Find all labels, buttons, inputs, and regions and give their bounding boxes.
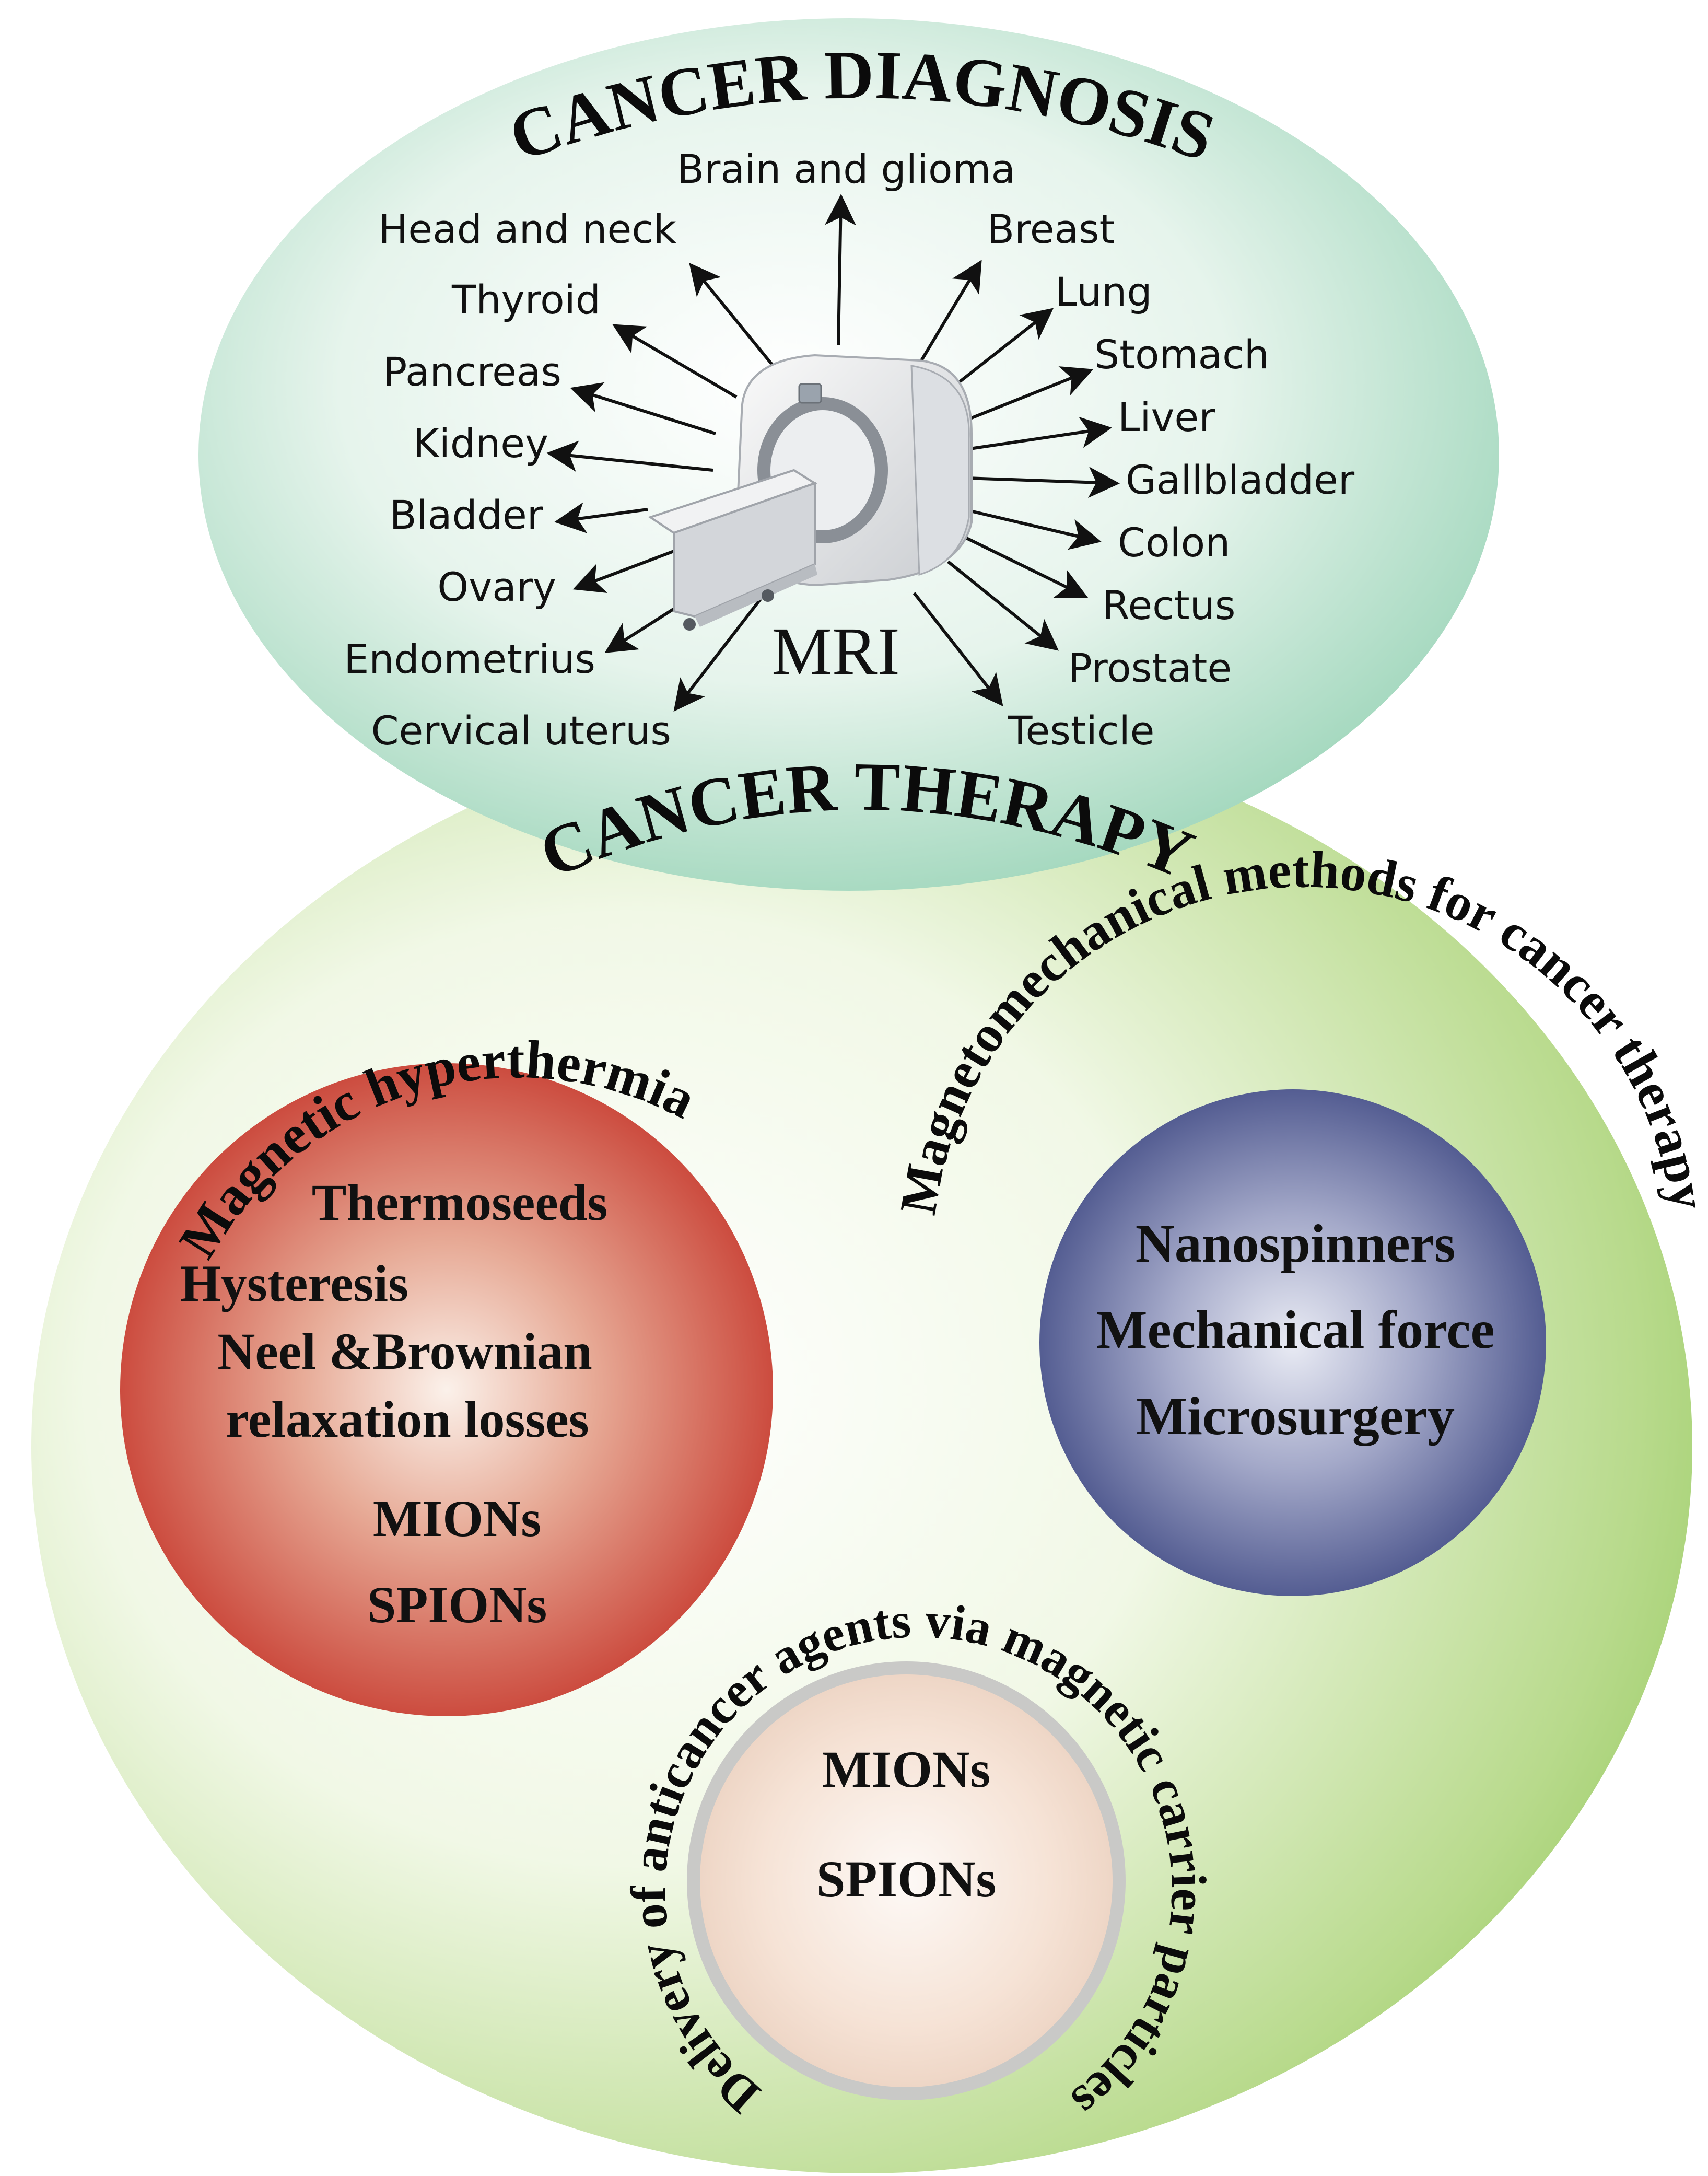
- delivery-group: Delivery of anticancer agents via magnet…: [620, 1592, 1217, 2130]
- organ-label-lung: Lung: [1055, 269, 1152, 315]
- hyperthermia-circle: [120, 1063, 773, 1716]
- organ-label-pancreas: Pancreas: [383, 348, 561, 395]
- organ-label-gallbladder: Gallbladder: [1126, 457, 1355, 503]
- magnetomechanical-circle: [1039, 1089, 1546, 1596]
- mri-label: MRI: [771, 614, 900, 689]
- hyperthermia-item-mions: MIONs: [373, 1490, 541, 1547]
- organ-label-cervical-uterus: Cervical uterus: [371, 707, 671, 754]
- delivery-item-spions: SPIONs: [816, 1850, 997, 1908]
- organ-label-ovary: Ovary: [437, 564, 556, 610]
- organ-label-colon: Colon: [1118, 519, 1230, 566]
- organ-label-head-neck: Head and neck: [378, 206, 676, 252]
- magnetomechanical-item-nanospinners: Nanospinners: [1136, 1214, 1456, 1274]
- hyperthermia-item-spions: SPIONs: [367, 1576, 547, 1634]
- organ-label-thyroid: Thyroid: [451, 276, 601, 323]
- delivery-circle: [700, 1674, 1113, 2087]
- organ-label-breast: Breast: [987, 206, 1115, 252]
- organ-label-stomach: Stomach: [1094, 331, 1269, 378]
- organ-label-rectus: Rectus: [1102, 582, 1236, 629]
- organ-label-endometrius: Endometrius: [344, 636, 595, 682]
- organ-arrows: [546, 194, 1120, 712]
- mri-scanner-icon: [648, 354, 973, 631]
- organ-label-bladder: Bladder: [390, 492, 544, 538]
- delivery-item-mions: MIONs: [822, 1740, 990, 1798]
- magnetomechanical-item-microsurgery: Microsurgery: [1136, 1386, 1455, 1446]
- organ-labels: Brain and glioma Head and neck Thyroid P…: [344, 146, 1355, 754]
- organ-label-prostate: Prostate: [1068, 645, 1232, 691]
- magnetomechanical-item-mechanical-force: Mechanical force: [1096, 1300, 1494, 1360]
- hyperthermia-item-thermoseeds: Thermoseeds: [312, 1173, 608, 1231]
- hyperthermia-item-hysteresis: Hysteresis: [180, 1254, 408, 1312]
- organ-label-kidney: Kidney: [413, 420, 548, 467]
- organ-label-liver: Liver: [1118, 394, 1215, 440]
- organ-label-brain: Brain and glioma: [677, 146, 1015, 192]
- hyperthermia-item-neel-brownian: Neel &Brownian: [217, 1322, 592, 1380]
- hyperthermia-item-relaxation-losses: relaxation losses: [226, 1390, 589, 1448]
- organ-label-testicle: Testicle: [1008, 707, 1154, 754]
